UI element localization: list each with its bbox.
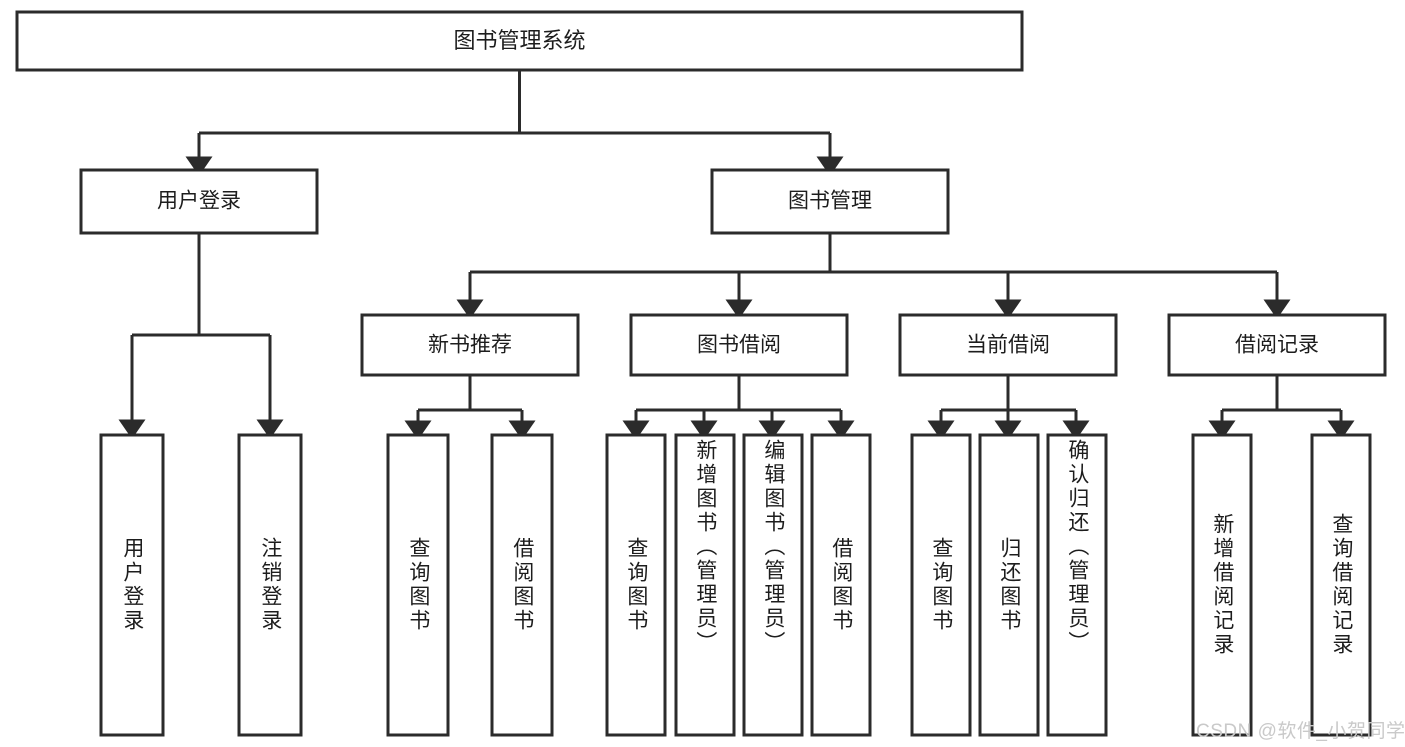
leaf-box-current-borrow-1[interactable] xyxy=(910,433,972,737)
leaf-box-borrow-record-2[interactable] xyxy=(1310,433,1372,737)
leaf-new-book-2-label: 借阅图书 xyxy=(510,537,534,633)
leaf-current-borrow-3-label: 确认归还（管理员） xyxy=(1065,439,1089,655)
leaf-book-borrow-2[interactable]: 新增图书（管理员） xyxy=(676,435,734,735)
leaf-book-borrow-4-label: 借阅图书 xyxy=(829,537,853,633)
leaf-new-book-1-label: 查询图书 xyxy=(406,537,430,633)
leaf-user-login-2-label: 注销登录 xyxy=(258,537,282,633)
leaf-book-borrow-2-label: 新增图书（管理员） xyxy=(693,439,717,655)
leaf-user-login-1[interactable]: 用户登录 xyxy=(101,435,163,735)
node-borrow-record[interactable]: 借阅记录 xyxy=(1167,313,1387,377)
leaf-box-new-book-1[interactable] xyxy=(386,433,450,737)
csdn-watermark: CSDN @软件_小贺同学 xyxy=(1196,721,1405,742)
connectors xyxy=(118,70,1355,440)
leaf-borrow-record-1-label: 新增借阅记录 xyxy=(1210,513,1234,657)
leaf-box-current-borrow-2[interactable] xyxy=(978,433,1040,737)
node-user-login[interactable]: 用户登录 xyxy=(79,168,319,235)
node-book-manage-label: 图书管理 xyxy=(788,190,872,213)
node-book-borrow-box[interactable] xyxy=(629,313,849,377)
leaf-boxes xyxy=(99,433,1372,737)
leaf-borrow-record-2[interactable]: 查询借阅记录 xyxy=(1312,435,1370,735)
node-root-box[interactable] xyxy=(15,10,1024,72)
node-current-borrow[interactable]: 当前借阅 xyxy=(898,313,1118,377)
leaf-book-borrow-3-label: 编辑图书（管理员） xyxy=(761,439,785,655)
leaf-book-borrow-1-label: 查询图书 xyxy=(624,537,648,633)
leaf-current-borrow-2-label: 归还图书 xyxy=(997,537,1021,633)
leaf-box-book-borrow-2[interactable] xyxy=(674,433,736,737)
node-current-borrow-label: 当前借阅 xyxy=(966,334,1050,357)
leaf-box-new-book-2[interactable] xyxy=(490,433,554,737)
leaf-box-user-login-1[interactable] xyxy=(99,433,165,737)
leaf-box-book-borrow-4[interactable] xyxy=(810,433,872,737)
node-user-login-box[interactable] xyxy=(79,168,319,235)
node-book-manage[interactable]: 图书管理 xyxy=(710,168,950,235)
node-new-book-recommend-label: 新书推荐 xyxy=(428,334,512,357)
node-root[interactable]: 图书管理系统 xyxy=(15,10,1024,72)
leaf-user-login-2[interactable]: 注销登录 xyxy=(239,435,301,735)
node-book-manage-box[interactable] xyxy=(710,168,950,235)
node-user-login-label: 用户登录 xyxy=(157,190,241,213)
node-borrow-record-label: 借阅记录 xyxy=(1235,334,1319,357)
leaf-current-borrow-3[interactable]: 确认归还（管理员） xyxy=(1048,435,1106,735)
node-book-borrow-label: 图书借阅 xyxy=(697,334,781,357)
leaf-new-book-2[interactable]: 借阅图书 xyxy=(492,435,552,735)
leaf-new-book-1[interactable]: 查询图书 xyxy=(388,435,448,735)
leaf-current-borrow-1[interactable]: 查询图书 xyxy=(912,435,970,735)
node-root-label: 图书管理系统 xyxy=(453,28,585,53)
leaf-box-user-login-2[interactable] xyxy=(237,433,303,737)
node-current-borrow-box[interactable] xyxy=(898,313,1118,377)
leaf-box-book-borrow-1[interactable] xyxy=(605,433,667,737)
node-book-borrow[interactable]: 图书借阅 xyxy=(629,313,849,377)
leaf-book-borrow-3[interactable]: 编辑图书（管理员） xyxy=(744,435,802,735)
node-borrow-record-box[interactable] xyxy=(1167,313,1387,377)
leaf-book-borrow-4[interactable]: 借阅图书 xyxy=(812,435,870,735)
leaf-user-login-1-label: 用户登录 xyxy=(120,537,144,633)
node-new-book-recommend[interactable]: 新书推荐 xyxy=(360,313,580,377)
leaf-borrow-record-2-label: 查询借阅记录 xyxy=(1329,513,1353,657)
node-new-book-recommend-box[interactable] xyxy=(360,313,580,377)
leaf-book-borrow-1[interactable]: 查询图书 xyxy=(607,435,665,735)
leaf-current-borrow-1-label: 查询图书 xyxy=(929,537,953,633)
leaf-current-borrow-2[interactable]: 归还图书 xyxy=(980,435,1038,735)
leaf-borrow-record-1[interactable]: 新增借阅记录 xyxy=(1193,435,1251,735)
leaf-box-borrow-record-1[interactable] xyxy=(1191,433,1253,737)
leaf-box-book-borrow-3[interactable] xyxy=(742,433,804,737)
leaf-box-current-borrow-3[interactable] xyxy=(1046,433,1108,737)
